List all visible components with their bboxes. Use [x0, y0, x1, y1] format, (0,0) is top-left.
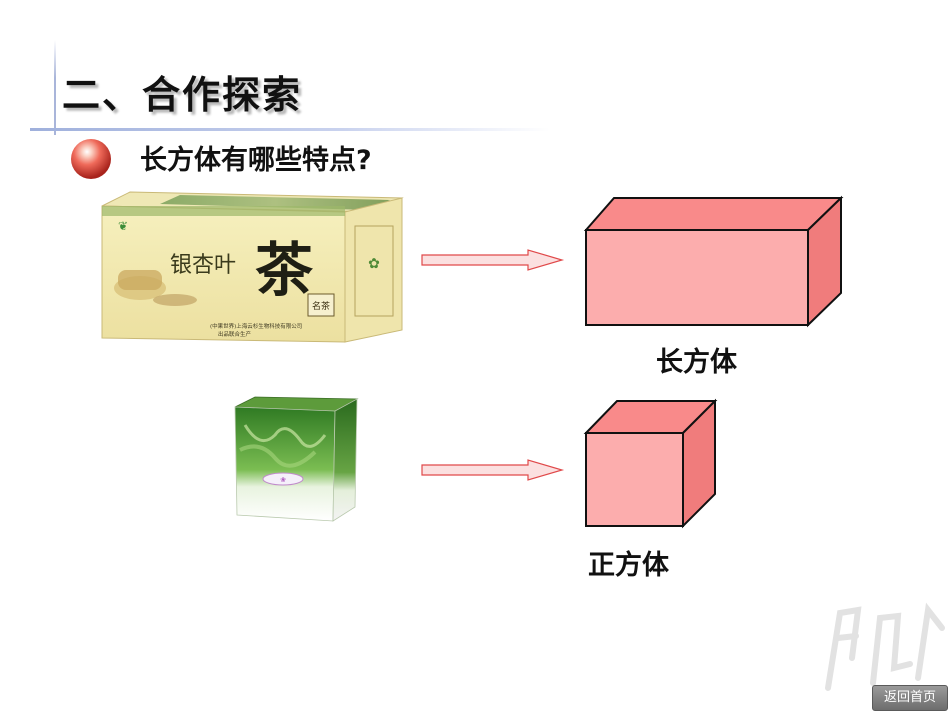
right-arrow-icon	[421, 459, 565, 481]
tea-package-image: ✿ ❦ 银杏叶 茶 名茶 (中果世界)上海云杉生物科技有限公司 出品联合生产	[101, 191, 404, 343]
package-brand-text: 银杏叶	[170, 253, 236, 278]
cuboid-shape	[583, 195, 844, 328]
page-title: 二、合作探索	[62, 73, 303, 117]
cube-label-logo-icon: ❀	[280, 476, 286, 484]
right-arrow-icon	[421, 249, 565, 271]
side-leaf-mark: ✿	[368, 256, 380, 272]
decor-horizontal-line	[30, 128, 550, 131]
brand-logo-icon: ❦	[118, 219, 128, 233]
home-button[interactable]: 返回首页	[872, 685, 948, 711]
package-big-character: 茶	[255, 236, 314, 304]
cube-label: 正方体	[588, 550, 669, 581]
cube-package-image: ❀	[234, 396, 359, 522]
cube-shape	[583, 398, 718, 529]
package-footnote-1: (中果世界)上海云杉生物科技有限公司	[210, 322, 302, 330]
cuboid-label: 长方体	[656, 347, 737, 378]
watermark-decoration-icon	[825, 602, 945, 691]
subtitle-question: 长方体有哪些特点?	[140, 145, 372, 176]
decor-vertical-line	[54, 40, 56, 135]
package-footnote-2: 出品联合生产	[218, 330, 252, 338]
package-stamp-text: 名茶	[312, 300, 330, 312]
red-sphere-bullet-icon	[71, 139, 111, 179]
